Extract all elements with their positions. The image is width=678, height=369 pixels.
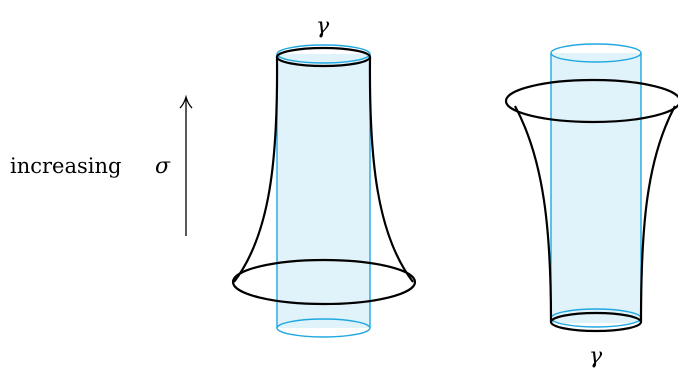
left-surface-side-right <box>368 56 414 283</box>
right-surface-top-rim <box>504 78 678 124</box>
right-curve-label: γ <box>589 344 603 369</box>
left-cylinder-bottom-rim <box>276 318 371 338</box>
right-surface <box>504 78 678 333</box>
left-surface-side-left <box>233 56 279 283</box>
right-cylinder-body <box>551 53 641 323</box>
left-figure: γ <box>231 14 417 338</box>
left-surface-bottom-rim <box>231 258 417 306</box>
right-surface-side-left <box>514 105 553 323</box>
right-surface-side-right <box>639 105 676 323</box>
arrow-head-icon <box>179 94 193 109</box>
left-cylinder-body <box>277 54 370 328</box>
axis-label-text: increasing <box>10 154 121 178</box>
left-curve-label: γ <box>316 14 330 39</box>
axis-label-symbol: σ <box>155 154 171 179</box>
left-surface-top-rim <box>275 46 372 68</box>
axis-indicator: increasing σ <box>10 94 193 236</box>
left-cylinder <box>276 44 371 338</box>
left-surface <box>231 46 417 306</box>
right-cylinder <box>550 43 642 328</box>
left-cylinder-top-rim <box>276 44 371 64</box>
right-cylinder-top-rim <box>550 43 642 63</box>
right-surface-bottom-rim <box>549 311 643 333</box>
right-figure: γ <box>504 43 678 369</box>
